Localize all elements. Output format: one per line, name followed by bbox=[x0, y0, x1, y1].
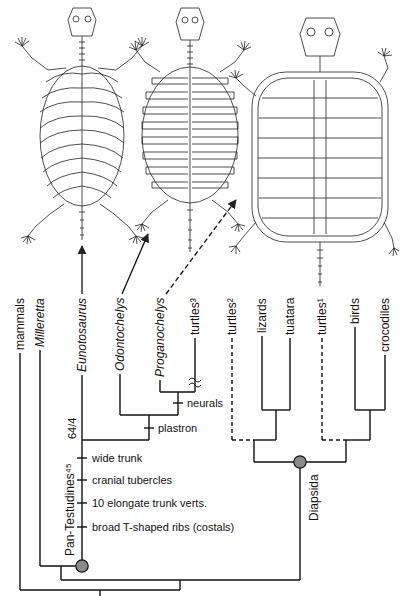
tail bbox=[320, 242, 321, 286]
odontochelys-skeleton bbox=[129, 8, 251, 252]
tree-branch bbox=[173, 402, 183, 403]
tree-branch bbox=[39, 350, 40, 566]
pointer-arrow bbox=[122, 234, 148, 294]
limbs bbox=[229, 48, 399, 256]
vertebrae bbox=[187, 46, 193, 248]
vertebral-column bbox=[82, 36, 83, 240]
tree-branch bbox=[289, 338, 290, 410]
orbit bbox=[325, 28, 333, 36]
taxon-name: Eunotosaurus bbox=[76, 298, 88, 372]
tree-branch bbox=[77, 479, 87, 480]
tree-branch bbox=[99, 590, 100, 596]
taxon-name: lizards bbox=[256, 298, 268, 333]
orbit bbox=[307, 28, 315, 36]
tree-branch bbox=[275, 410, 276, 440]
tree-branch bbox=[60, 566, 61, 580]
carapace bbox=[252, 72, 388, 242]
taxon-name: birds bbox=[349, 298, 361, 324]
tree-branch bbox=[322, 439, 346, 440]
character-label: 10 elongate trunk verts. bbox=[92, 498, 207, 509]
taxon-name: turtles³ bbox=[189, 298, 201, 335]
tree-branch bbox=[82, 439, 149, 440]
tree-branch bbox=[321, 338, 322, 440]
orbit bbox=[192, 17, 198, 23]
taxon-name: mammals bbox=[14, 298, 26, 350]
tree-branch bbox=[299, 462, 300, 580]
taxon-name: turtles¹ bbox=[316, 298, 328, 335]
tree-branch bbox=[232, 439, 254, 440]
tree-branch bbox=[119, 374, 120, 415]
eunotosaurus-skeleton bbox=[15, 8, 149, 244]
clade-name: Diapsida bbox=[308, 474, 320, 521]
tree-branch bbox=[81, 375, 82, 440]
orbit bbox=[182, 17, 188, 23]
tree-branch bbox=[253, 440, 254, 462]
costal-plates bbox=[258, 98, 382, 218]
support-value: 64/4 bbox=[67, 417, 78, 438]
character-label: neurals bbox=[187, 398, 223, 409]
tail-vertebrae bbox=[317, 250, 323, 282]
tree-branch bbox=[19, 353, 20, 590]
tree-branch bbox=[254, 439, 276, 440]
proganochelys-skeleton bbox=[229, 18, 399, 286]
limbs bbox=[212, 41, 251, 232]
ribs bbox=[82, 73, 124, 198]
character-label: plastron bbox=[158, 423, 197, 434]
skull bbox=[176, 8, 204, 40]
tree-branch bbox=[77, 457, 87, 458]
costal-ribs bbox=[192, 78, 238, 188]
trunk-outline bbox=[40, 66, 124, 206]
character-label: broad T-shaped ribs (costals) bbox=[92, 522, 234, 533]
tree-branch bbox=[194, 338, 195, 392]
neural-plates bbox=[314, 80, 326, 234]
pointer-arrow bbox=[81, 246, 82, 294]
trunk-outline bbox=[142, 67, 238, 203]
character-label: cranial tubercles bbox=[92, 475, 172, 486]
neck bbox=[320, 56, 321, 72]
limbs bbox=[98, 37, 149, 244]
taxon-name: turtles² bbox=[226, 298, 238, 335]
node-circle-svg bbox=[293, 455, 307, 469]
pointer-arrow bbox=[166, 200, 236, 294]
taxon-name: Milleretta bbox=[34, 298, 46, 347]
tree-branch bbox=[345, 440, 346, 462]
tree-branch bbox=[261, 336, 262, 410]
clade-name: Pan-Testudines⁴⁵ bbox=[64, 463, 76, 556]
taxon-name: Odontochelys bbox=[114, 298, 126, 371]
skull bbox=[68, 8, 96, 36]
orbit bbox=[73, 16, 79, 22]
tree-branch bbox=[346, 439, 370, 440]
limbs bbox=[129, 41, 168, 232]
tree-branch bbox=[354, 327, 355, 410]
skull bbox=[300, 18, 340, 56]
node-circle bbox=[76, 560, 88, 572]
tree-branch bbox=[231, 338, 232, 440]
tree-branch bbox=[77, 526, 87, 527]
clade-node: Pan-Testudines⁴⁵ bbox=[75, 559, 89, 573]
cladogram-branches bbox=[20, 327, 385, 596]
tree-branch bbox=[384, 355, 385, 410]
clade-node: Diapsida bbox=[293, 455, 307, 469]
tree-branch bbox=[369, 410, 370, 440]
limbs bbox=[15, 37, 66, 244]
character-label: wide trunk bbox=[92, 453, 142, 464]
tree-branch bbox=[179, 580, 180, 590]
taxon-name: crocodiles bbox=[379, 298, 391, 352]
carapace-margin bbox=[258, 78, 382, 236]
tree-branch bbox=[159, 380, 160, 392]
ribs bbox=[40, 73, 82, 198]
node-circle-svg bbox=[75, 559, 89, 573]
costal-ribs bbox=[142, 78, 188, 188]
tree-branch bbox=[77, 502, 87, 503]
tree-branch bbox=[144, 427, 154, 428]
node-circle bbox=[294, 456, 306, 468]
orbit bbox=[85, 16, 91, 22]
taxon-name: Proganochelys bbox=[154, 298, 166, 377]
taxon-name: tuatara bbox=[284, 298, 296, 335]
